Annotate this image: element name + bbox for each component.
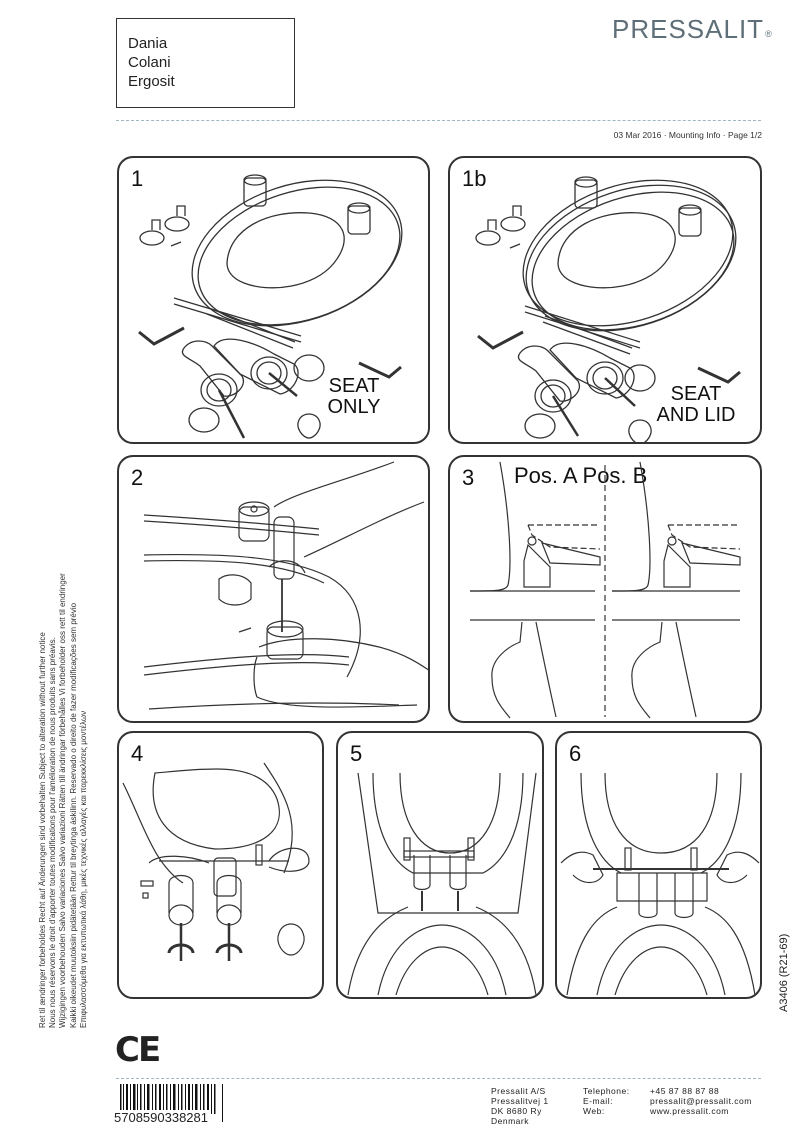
seat-on-bowl-illustration	[347, 772, 537, 996]
step-panel-2: 2	[117, 455, 430, 723]
document-id: A3406 (R21-69)	[778, 933, 790, 1012]
barcode-icon	[120, 1084, 223, 1122]
step-panel-4: 4	[117, 731, 324, 999]
screwdriver-illustration	[143, 461, 428, 710]
caption-line: SEAT	[670, 383, 722, 405]
disclaimer-line: Ret til ændringer forbeholdes Recht auf …	[38, 632, 47, 1028]
step-number: 5	[350, 741, 363, 766]
contact-labels: Telephone: E-mail: Web:	[583, 1086, 630, 1116]
step-caption: SEAT AND LID	[646, 384, 746, 426]
position-a-label: Pos. A	[514, 463, 577, 488]
address-line: Denmark	[491, 1116, 529, 1126]
product-name: Dania	[128, 35, 168, 52]
company-address: Pressalit A/S Pressalitvej 1 DK 8680 Ry …	[491, 1086, 549, 1126]
caption-line: ONLY	[327, 396, 381, 418]
position-b-label: Pos. B	[582, 463, 648, 488]
exploded-parts-illustration	[138, 174, 403, 439]
step-caption: SEAT ONLY	[319, 376, 389, 418]
web-link[interactable]: www.pressalit.com	[650, 1106, 729, 1116]
tightening-illustration	[560, 772, 760, 996]
step-panel-6: 6	[555, 731, 762, 999]
brand-name: PRESSALIT	[612, 14, 765, 44]
address-line: DK 8680 Ry	[491, 1106, 542, 1116]
disclaimer-line: Επιφυλασσόμεθα για εκτυπωτικά λάθη, μικέ…	[78, 710, 88, 1028]
step-panel-5: 5	[336, 731, 544, 999]
step-number: 6	[569, 741, 582, 766]
header-divider	[116, 120, 761, 121]
step-panel-1: 1 SEAT ONLY	[117, 156, 430, 444]
step-number: 4	[131, 741, 144, 766]
telephone-label: Telephone:	[583, 1086, 630, 1096]
step-number: 1b	[462, 166, 487, 191]
web-label: Web:	[583, 1106, 605, 1116]
mounting-illustration	[122, 762, 310, 961]
disclaimer-line: Kaikki oikeudet muutoksiin pidätetään Re…	[68, 602, 78, 1028]
email-label: E-mail:	[583, 1096, 613, 1106]
position-labels: Pos. A Pos. B	[514, 463, 647, 489]
disclaimer-line: Nous nous réservons le droit d'apporter …	[48, 637, 58, 1028]
barcode-number: 5708590338281	[114, 1110, 209, 1125]
legal-disclaimer: Ret til ændringer forbeholdes Recht auf …	[38, 573, 89, 1028]
brand-logo: PRESSALIT®	[612, 14, 773, 45]
footer-divider	[116, 1078, 761, 1079]
step-panel-3: 3 Pos. A Pos. B	[448, 455, 762, 723]
hinge-positions-illustration	[469, 461, 741, 719]
address-line: Pressalit A/S	[491, 1086, 546, 1096]
caption-line: AND LID	[656, 404, 736, 426]
product-name: Colani	[128, 54, 171, 71]
product-list-box: Dania Colani Ergosit	[116, 18, 295, 108]
document-meta: 03 Mar 2016 · Mounting Info · Page 1/2	[613, 130, 762, 140]
ce-mark: CE	[115, 1030, 161, 1070]
contact-values: +45 87 88 87 88 pressalit@pressalit.com …	[650, 1086, 752, 1116]
exploded-parts-illustration	[475, 176, 741, 442]
email-link[interactable]: pressalit@pressalit.com	[650, 1096, 752, 1106]
product-name: Ergosit	[128, 73, 175, 90]
step-number: 2	[131, 465, 144, 490]
step-number: 1	[131, 166, 144, 191]
caption-line: SEAT	[328, 375, 380, 397]
disclaimer-line: Wijzigingen voorbehouden Salvo variacion…	[58, 573, 68, 1028]
registered-mark: ®	[765, 29, 773, 39]
step-number: 3	[462, 465, 475, 490]
telephone-value: +45 87 88 87 88	[650, 1086, 720, 1096]
step-panel-1b: 1b SEAT AND LID	[448, 156, 762, 444]
address-line: Pressalitvej 1	[491, 1096, 549, 1106]
